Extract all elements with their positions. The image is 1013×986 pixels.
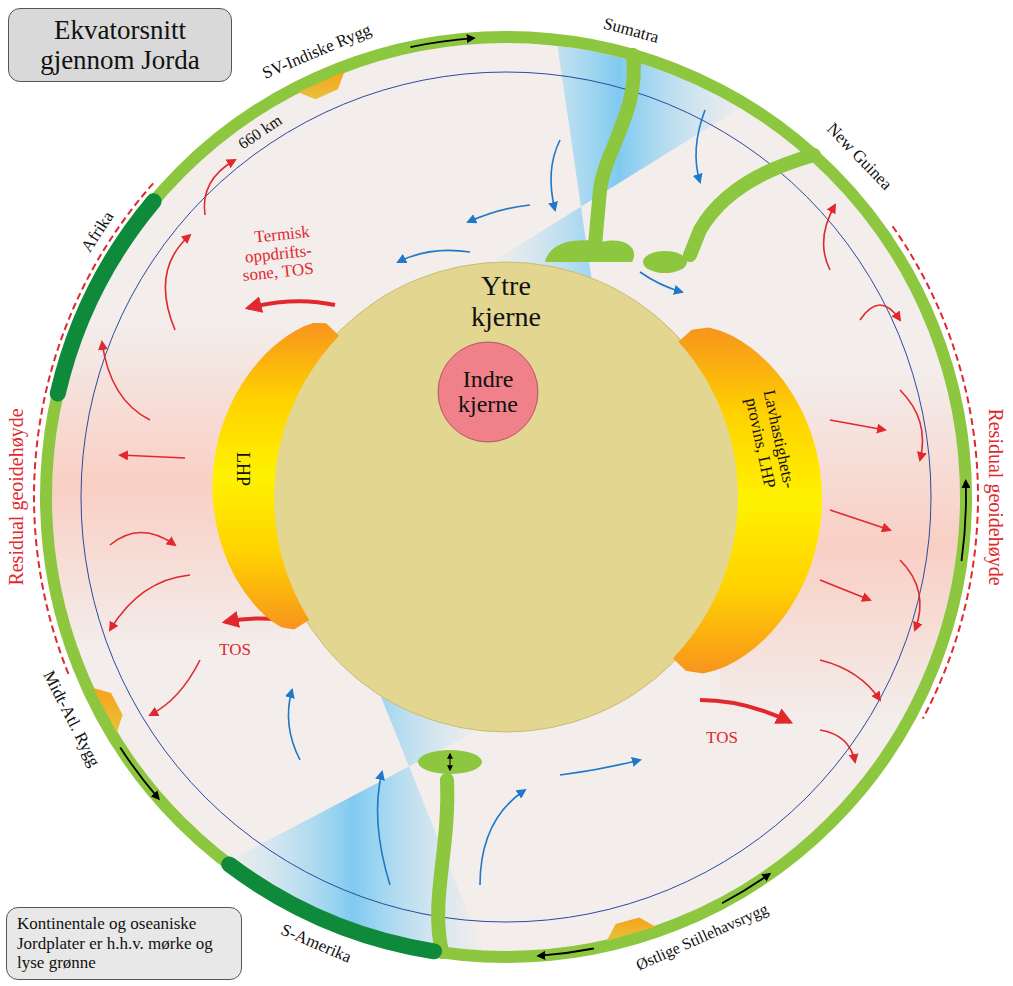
low-velocity-province: Lavhastighets- provins, LHP: [672, 327, 822, 674]
rising-flow-arrow: [110, 575, 190, 630]
oceanic-plates: [46, 37, 966, 957]
rising-flow-arrow: [204, 160, 235, 215]
rising-flow-arrow: [900, 390, 923, 460]
plate-motion-arrow: [722, 874, 770, 903]
low-velocity-fill: [673, 328, 822, 674]
rising-flow-arrow: [820, 730, 855, 762]
rising-flow-arrow: [120, 455, 185, 458]
sinking-flow-arrow: [560, 760, 640, 775]
rising-flow-arrow: [165, 235, 190, 330]
rising-flow-arrow: [824, 205, 835, 270]
sinking-flow-arrow: [640, 272, 682, 292]
sinking-flow-arrow: [480, 790, 525, 885]
double-arrow: [450, 754, 451, 770]
downwelling-zone: [217, 688, 490, 967]
legend-box: Kontinentale og oseaniske Jordplater er …: [6, 907, 242, 980]
rising-flow-arrow: [830, 420, 885, 430]
plate-motion-arrow: [410, 38, 474, 47]
geoid-high: [34, 181, 155, 674]
low-velocity-shape: [672, 327, 822, 674]
sinking-flow-arrow: [468, 205, 530, 222]
rising-flow-arrow: [102, 342, 150, 420]
place-label: Residual geoidehøyde: [985, 408, 1007, 585]
sinking-flow-arrow: [378, 772, 391, 885]
place-label: Residual geoidehøyde: [5, 408, 27, 585]
outer-core-shape: [270, 261, 742, 733]
rising-flow-arrow: [860, 305, 900, 320]
geoid-high: [893, 226, 978, 718]
outer-core: Ytre kjerneIndre kjerne: [270, 261, 742, 733]
subducting-slab: [438, 780, 447, 952]
slab-pile: [643, 251, 687, 273]
inner-core: Indre kjerne: [437, 341, 539, 443]
sinking-flow-arrow: [288, 690, 300, 760]
place-label: TOS: [706, 729, 738, 748]
spreading-ridge: [298, 72, 344, 100]
place-label: TOS: [219, 641, 251, 660]
downwelling-zone: [482, 30, 755, 284]
legend-text: Kontinentale og oseaniske Jordplater er …: [17, 914, 231, 973]
continent-africa: [58, 201, 154, 393]
buoyancy-arrow: [700, 700, 790, 722]
660-km-boundary: [81, 72, 931, 922]
spreading-ridge: [93, 688, 123, 733]
rising-flow-arrow: [150, 660, 200, 715]
sinking-flow-arrow: [696, 110, 705, 182]
slab-pile: [545, 240, 634, 262]
subducting-slab: [690, 155, 814, 255]
buoyancy-arrow: [248, 301, 335, 308]
sinking-flow-arrow: [398, 250, 470, 262]
rising-flow-arrow: [110, 533, 175, 546]
plate-motion-arrow: [538, 949, 594, 956]
place-label: Termisk oppdrifts- sone, TOS: [209, 223, 314, 289]
low-velocity-province: LHP: [212, 323, 340, 630]
plate-motion-arrow: [962, 481, 966, 561]
outer-core-circle: [271, 262, 741, 732]
plate-motion-arrow: [120, 748, 159, 799]
sinking-flow-arrow: [551, 140, 560, 210]
inner-core-label: Indre kjerne: [446, 367, 530, 417]
inner-core-circle: [438, 342, 538, 442]
spreading-ridge: [607, 917, 656, 940]
low-velocity-shape: [212, 323, 340, 630]
outer-core-label: Ytre kjerne: [456, 271, 556, 333]
mantle-zones: [40, 30, 990, 967]
title-box: Ekvatorsnitt gjennom Jorda: [8, 8, 232, 82]
rising-flow-arrow: [830, 510, 890, 530]
rising-flow-arrow: [900, 560, 920, 630]
slab-pile: [418, 750, 482, 774]
low-velocity-label: LHP: [233, 452, 253, 486]
rising-flow-arrow: [820, 660, 880, 700]
continent-south-america: [229, 864, 434, 951]
low-velocity-fill: [213, 323, 340, 630]
title-text: Ekvatorsnitt gjennom Jorda: [19, 15, 221, 75]
subducting-slab: [595, 55, 634, 245]
rising-flow-arrow: [820, 580, 870, 600]
